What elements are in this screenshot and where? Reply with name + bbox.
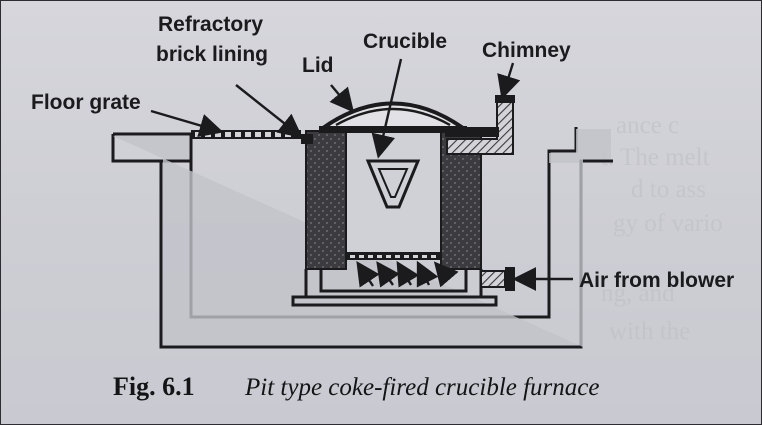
blower-pipe	[480, 267, 515, 291]
lid	[319, 101, 467, 133]
svg-text:with the: with the	[609, 318, 690, 345]
ground-fill	[113, 129, 611, 347]
refractory-label-line2: brick lining	[156, 43, 268, 66]
caption-number: Fig. 6.1	[113, 372, 195, 401]
labels: Refractory brick lining Lid Crucible Chi…	[31, 13, 734, 292]
floor-grate	[191, 130, 301, 139]
svg-text:t. The melt: t. The melt	[601, 144, 710, 171]
svg-text:gy of vario: gy of vario	[613, 210, 723, 237]
floor-grate-label: Floor grate	[31, 91, 141, 114]
refractory-label-line1: Refractory	[158, 13, 263, 36]
lid-label: Lid	[302, 54, 334, 77]
bleed-through-text: ance c t. The melt d to ass gy of vario …	[601, 112, 723, 345]
air-label: Air from blower	[579, 269, 734, 292]
leader-lines	[150, 58, 573, 291]
chimney-label: Chimney	[482, 39, 571, 62]
figure-caption: Fig. 6.1 Pit type coke-fired crucible fu…	[113, 372, 599, 401]
svg-text:ng, and: ng, and	[601, 280, 675, 307]
crucible	[365, 159, 421, 209]
inner-grate	[346, 253, 441, 260]
svg-text:ance c: ance c	[616, 112, 679, 139]
crucible-label: Crucible	[363, 30, 447, 53]
svg-text:d to ass: d to ass	[631, 176, 706, 203]
air-flow-arrows	[356, 260, 459, 288]
caption-text: Pit type coke-fired crucible furnace	[244, 374, 599, 401]
